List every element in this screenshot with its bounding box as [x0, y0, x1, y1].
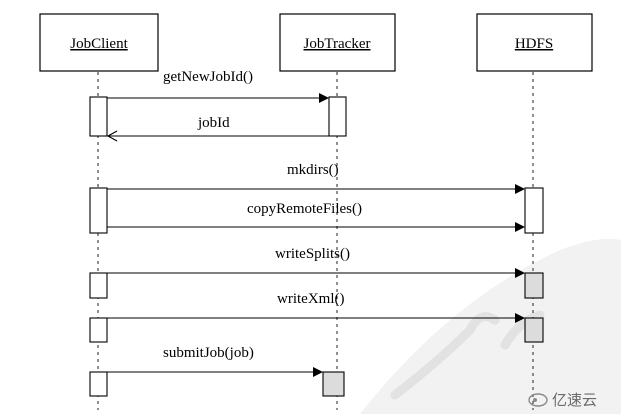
participant-jobtracker-label: JobTracker	[304, 36, 371, 52]
message-label-copyremotefiles: copyRemoteFiles()	[247, 201, 362, 217]
watermark-text: 亿速云	[552, 392, 597, 409]
message-label-jobid: jobId	[197, 115, 230, 131]
participant-jobtracker-box	[279, 13, 396, 72]
participant-jobclient-box	[39, 13, 159, 72]
message-label-getnewjobid: getNewJobId()	[163, 69, 253, 85]
arrowhead-getnewjobid	[319, 93, 329, 103]
activation-hdfs-1	[524, 187, 544, 234]
activation-jobtracker-1	[328, 96, 347, 137]
activation-hdfs-3	[524, 317, 544, 343]
activation-jobtracker-2	[322, 371, 345, 397]
activation-jobclient-5	[89, 371, 108, 397]
activation-hdfs-2	[524, 272, 544, 299]
arrowhead-writesplits	[515, 268, 525, 278]
participant-hdfs-label: HDFS	[515, 36, 553, 52]
cloud-logo-dot	[533, 398, 537, 402]
activation-jobclient-1	[89, 96, 108, 137]
message-label-writexml: writeXml()	[277, 291, 344, 307]
arrowhead-mkdirs	[515, 184, 525, 194]
message-label-submitjob: submitJob(job)	[163, 345, 254, 361]
arrowhead-submitjob	[313, 367, 323, 377]
activation-jobclient-2	[89, 187, 108, 234]
arrowhead-copyremotefiles	[515, 222, 525, 232]
message-label-mkdirs: mkdirs()	[287, 162, 339, 178]
arrowhead-writexml	[515, 313, 525, 323]
message-label-writesplits: writeSplits()	[275, 246, 350, 262]
activation-jobclient-4	[89, 317, 108, 343]
watermark-logo: 亿速云	[528, 392, 597, 409]
arrowhead-jobid	[106, 130, 118, 142]
cloud-logo-icon	[528, 393, 548, 407]
participant-hdfs-box	[476, 13, 593, 72]
activation-jobclient-3	[89, 272, 108, 299]
participant-jobclient-label: JobClient	[70, 36, 128, 52]
